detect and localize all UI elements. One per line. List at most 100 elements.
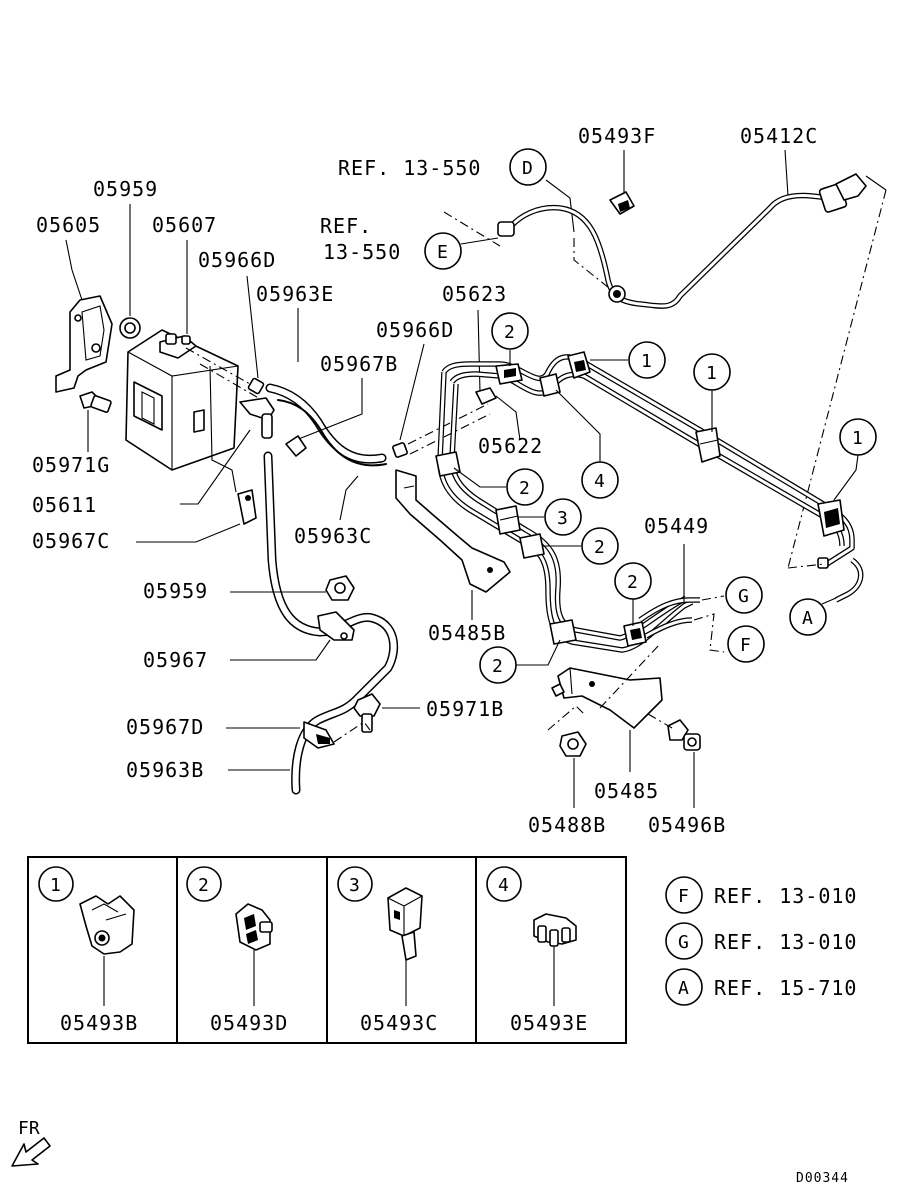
- bracket-05485B[interactable]: [395, 469, 511, 593]
- part-label-05966D-mid[interactable]: 05966D: [376, 318, 454, 342]
- svg-text:4: 4: [594, 471, 605, 492]
- legend-cell-1[interactable]: 1 05493B: [38, 866, 138, 1035]
- pipe-clip-2c[interactable]: [519, 533, 545, 559]
- hose-05963E[interactable]: [265, 383, 387, 467]
- svg-text:REF. 15-710: REF. 15-710: [714, 976, 857, 1000]
- bolt-05496B[interactable]: [667, 719, 701, 751]
- part-label-05623[interactable]: 05623: [442, 282, 507, 306]
- part-label-05485[interactable]: 05485: [594, 779, 659, 803]
- part-label-05605[interactable]: 05605: [36, 213, 101, 237]
- part-label-05967B[interactable]: 05967B: [320, 352, 398, 376]
- part-label-05959-top[interactable]: 05959: [93, 177, 158, 201]
- svg-text:REF. 13-010: REF. 13-010: [714, 884, 857, 908]
- svg-text:D: D: [522, 158, 533, 179]
- callout-2d[interactable]: 2: [479, 646, 517, 684]
- ref-a-marker[interactable]: A: [789, 598, 827, 636]
- part-label-05963E[interactable]: 05963E: [256, 282, 334, 306]
- clip-05967B[interactable]: [285, 435, 307, 457]
- svg-text:REF. 13-010: REF. 13-010: [714, 930, 857, 954]
- leader-c2b: [453, 467, 506, 488]
- callout-2b[interactable]: 2: [506, 468, 544, 506]
- svg-text:3: 3: [349, 875, 360, 896]
- bolt-05971G[interactable]: [79, 391, 112, 413]
- pipe-05412C[interactable]: [497, 173, 867, 309]
- bracket-05605[interactable]: [55, 295, 113, 393]
- part-label-05611[interactable]: 05611: [32, 493, 97, 517]
- pipe-clip-1a[interactable]: [567, 351, 591, 379]
- svg-text:1: 1: [641, 351, 652, 372]
- pipe-clip-05623[interactable]: [475, 363, 523, 405]
- callout-2a[interactable]: 2: [491, 312, 529, 350]
- part-label-05967C[interactable]: 05967C: [32, 529, 110, 553]
- callout-1a[interactable]: 1: [628, 341, 666, 379]
- clip-05493D-icon: [235, 903, 273, 951]
- callout-1b[interactable]: 1: [693, 353, 731, 391]
- fitting-05611[interactable]: [239, 397, 275, 439]
- part-label-05607[interactable]: 05607: [152, 213, 217, 237]
- svg-text:F: F: [678, 886, 689, 907]
- part-label-05971G[interactable]: 05971G: [32, 453, 110, 477]
- part-label-05485B[interactable]: 05485B: [428, 621, 506, 645]
- legend-cell-3[interactable]: 3 05493C: [337, 866, 438, 1035]
- legend-cell-4[interactable]: 4 05493E: [486, 866, 588, 1035]
- part-label-05449[interactable]: 05449: [644, 514, 709, 538]
- ref-a-dash-end: [865, 175, 887, 191]
- leader-e-dash: [443, 211, 501, 247]
- pipe-clip-2b[interactable]: [435, 451, 461, 477]
- bolt-05971B[interactable]: [353, 693, 381, 733]
- part-label-05493F[interactable]: 05493F: [578, 124, 656, 148]
- clip-05967D[interactable]: [303, 721, 335, 749]
- svg-text:A: A: [678, 978, 689, 999]
- ref-e-text-line2: 13-550: [323, 240, 401, 264]
- callout-4[interactable]: 4: [581, 461, 619, 499]
- bracket-05485[interactable]: [551, 667, 663, 729]
- nut-05959-top[interactable]: [119, 317, 141, 339]
- pipe-clip-2e[interactable]: [623, 621, 647, 647]
- part-label-05967[interactable]: 05967: [143, 648, 208, 672]
- clip-05967C[interactable]: [237, 489, 257, 525]
- part-label-05963B[interactable]: 05963B: [126, 758, 204, 782]
- part-label-05963C[interactable]: 05963C: [294, 524, 372, 548]
- callout-2e[interactable]: 2: [614, 562, 652, 600]
- pipe-clip-2d[interactable]: [549, 619, 577, 645]
- ref-g-marker[interactable]: G: [725, 576, 763, 614]
- ref-legend-f[interactable]: F REF. 13-010: [665, 876, 857, 914]
- ref-e-marker[interactable]: E: [424, 232, 462, 270]
- clamp-05966D-mid[interactable]: [392, 442, 408, 458]
- legend-part-05493C: 05493C: [360, 1011, 438, 1035]
- pipe-clip-4[interactable]: [539, 373, 561, 397]
- clip-05967[interactable]: [317, 611, 355, 641]
- svg-text:4: 4: [498, 875, 509, 896]
- pipe-clip-1c[interactable]: [817, 499, 845, 537]
- ref-legend-g[interactable]: G REF. 13-010: [665, 922, 857, 960]
- pipe-clip-1b[interactable]: [695, 427, 721, 463]
- pipe-05449[interactable]: [638, 597, 700, 639]
- front-arrow-icon: [11, 1137, 51, 1167]
- ref-f-marker[interactable]: F: [727, 625, 765, 663]
- leader-05967B: [295, 378, 363, 441]
- legend-part-05493B: 05493B: [60, 1011, 138, 1035]
- part-label-05959-mid[interactable]: 05959: [143, 579, 208, 603]
- leader-05412C: [784, 149, 789, 197]
- callout-2c[interactable]: 2: [581, 527, 619, 565]
- nut-05959-mid[interactable]: [325, 575, 355, 601]
- part-label-05622[interactable]: 05622: [478, 434, 543, 458]
- callout-3[interactable]: 3: [544, 498, 582, 536]
- clip-05493F[interactable]: [609, 191, 635, 215]
- part-label-05971B[interactable]: 05971B: [426, 697, 504, 721]
- canister-05607[interactable]: [125, 329, 239, 471]
- leader-05966D-mid: [399, 343, 425, 441]
- ref-d-marker[interactable]: D: [509, 148, 547, 186]
- ref-legend-a[interactable]: A REF. 15-710: [665, 968, 857, 1006]
- part-label-05967D[interactable]: 05967D: [126, 715, 204, 739]
- part-label-05412C[interactable]: 05412C: [740, 124, 818, 148]
- nut-05488B[interactable]: [559, 731, 587, 757]
- part-label-05488B[interactable]: 05488B: [528, 813, 606, 837]
- legend-cell-2[interactable]: 2 05493D: [186, 866, 288, 1035]
- part-label-05496B[interactable]: 05496B: [648, 813, 726, 837]
- pipe-clip-3[interactable]: [495, 505, 521, 535]
- legend-part-05493E: 05493E: [510, 1011, 588, 1035]
- callout-1c[interactable]: 1: [839, 418, 877, 456]
- clamp-05966D-left[interactable]: [247, 377, 265, 395]
- part-label-05966D-left[interactable]: 05966D: [198, 248, 276, 272]
